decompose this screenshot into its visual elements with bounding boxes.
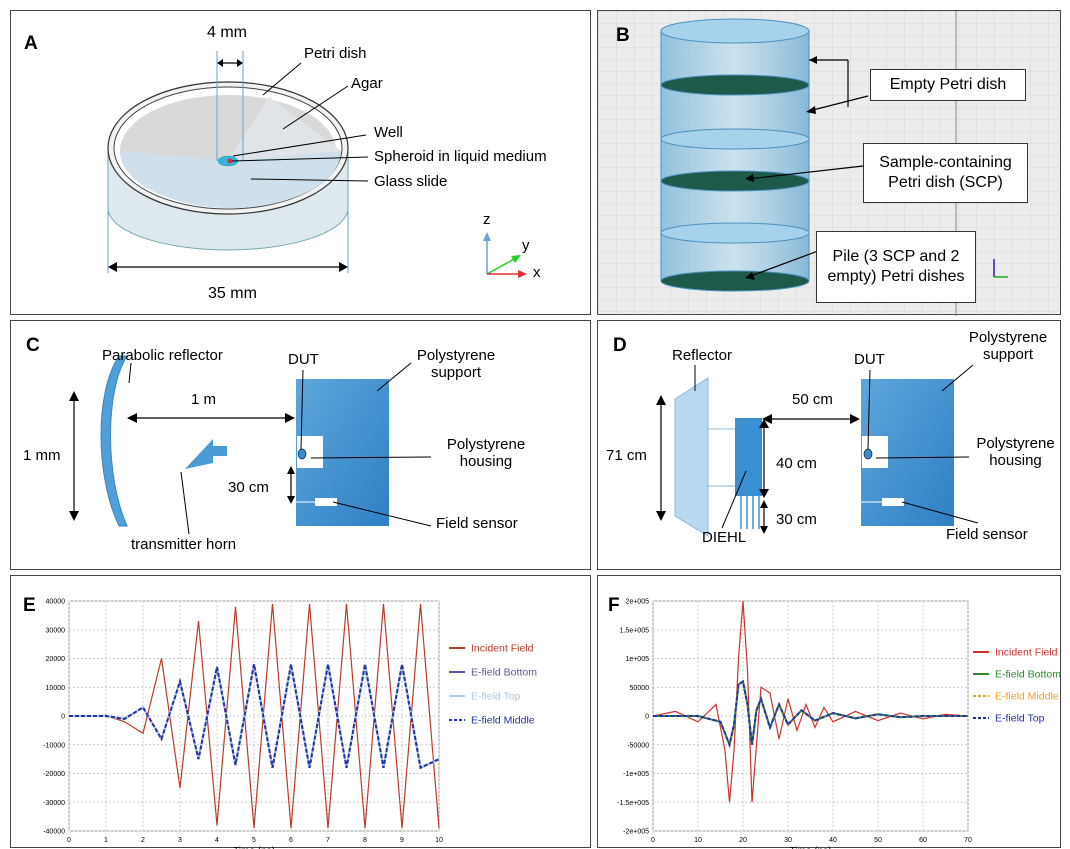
y-tick-label: -1.5e+005 <box>617 800 649 807</box>
y-tick-label: 0 <box>645 714 649 721</box>
x-tick-label: 50 <box>874 837 882 844</box>
legend-label: E-field Middle <box>471 715 535 727</box>
label-dim-1mm: 1 mm <box>23 447 61 464</box>
x-tick-label: 5 <box>252 837 256 844</box>
y-tick-label: -50000 <box>627 742 649 749</box>
x-tick-label: 8 <box>363 837 367 844</box>
label-glass-slide: Glass slide <box>374 173 448 190</box>
label-distance-30cm-d: 30 cm <box>776 511 817 528</box>
label-dut-c: DUT <box>288 351 319 368</box>
y-tick-label: 2e+005 <box>625 599 649 606</box>
chart-e: 0 1 2 3 4 5 6 7 8 9 10 40000 30000 20000 10000 0 -10000 -… <box>43 599 537 849</box>
chart-f: 0 10 20 30 40 50 60 70 2e+005 1.5e+005 1e+005 50000… <box>617 599 1061 849</box>
label-distance-50cm: 50 cm <box>792 391 833 408</box>
label-distance-30cm-c: 30 cm <box>228 479 269 496</box>
dim-35mm-label: 35 mm <box>208 285 257 302</box>
y-tick-label: -2e+005 <box>623 829 649 836</box>
x-tick-label: 0 <box>67 837 71 844</box>
petri-dish-diagram <box>107 51 527 278</box>
panel-b: B Empty Petri dish Sample-containing Pet… <box>597 10 1062 316</box>
label-dim-71cm: 71 cm <box>606 447 647 464</box>
panel-f-letter: F <box>608 595 620 616</box>
legend-label: E-field Bottom <box>471 667 537 679</box>
label-diehl: DIEHL <box>702 529 747 546</box>
panel-e: E 0 1 2 3 4 5 6 7 8 9 10 40000 30000 20000 10000 0 -1000… <box>10 575 591 849</box>
panel-e-letter: E <box>23 595 36 616</box>
label-reflector-d: Reflector <box>672 347 733 364</box>
x-tick-label: 9 <box>400 837 404 844</box>
x-tick-label: 40 <box>829 837 837 844</box>
label-polystyrene-housing-c: Polystyrene housing <box>446 436 526 470</box>
legend-label: E-field Middle <box>995 691 1059 703</box>
y-tick-label: 1e+005 <box>625 656 649 663</box>
y-tick-label: 10000 <box>46 685 66 692</box>
y-tick-label: -20000 <box>43 771 65 778</box>
label-polystyrene-housing-d: Polystyrene housing <box>976 435 1055 469</box>
label-well: Well <box>374 124 403 141</box>
panel-f: F 0 10 20 30 40 50 60 70 2e+005 1.5e+005 1e+005 500… <box>597 575 1061 849</box>
setup-c-diagram <box>69 355 432 535</box>
legend-label: E-field Bottom <box>995 669 1061 681</box>
x-tick-label: 20 <box>739 837 747 844</box>
series-line <box>69 603 440 829</box>
y-tick-label: 20000 <box>46 656 66 663</box>
y-tick-label: 0 <box>61 714 65 721</box>
label-polystyrene-support-d: Polystyrene support <box>968 329 1048 363</box>
legend-label: E-field Top <box>471 691 521 703</box>
panel-c: C Parabolic reflector DUT Polystyrene su… <box>10 320 591 570</box>
panel-a-letter: A <box>24 33 38 54</box>
series-line <box>653 679 968 749</box>
x-tick-label: 3 <box>178 837 182 844</box>
x-tick-label: 70 <box>964 837 972 844</box>
legend-label: Incident Field <box>995 647 1058 659</box>
panel-c-letter: C <box>26 335 40 356</box>
setup-d-diagram <box>656 364 979 537</box>
label-agar: Agar <box>351 75 383 92</box>
x-tick-label: 6 <box>289 837 293 844</box>
label-field-sensor-d: Field sensor <box>946 526 1028 543</box>
x-tick-label: 2 <box>141 837 145 844</box>
x-tick-label: 7 <box>326 837 330 844</box>
legend-label: Incident Field <box>471 643 534 655</box>
x-tick-label: 30 <box>784 837 792 844</box>
label-dim-40cm: 40 cm <box>776 455 817 472</box>
label-spheroid: Spheroid in liquid medium <box>374 148 547 165</box>
panel-d-letter: D <box>613 335 627 356</box>
label-polystyrene-support-c: Polystyrene support <box>416 347 496 381</box>
x-tick-label: 10 <box>694 837 702 844</box>
y-tick-label: 50000 <box>630 685 650 692</box>
label-dut-d: DUT <box>854 351 885 368</box>
label-pile: Pile (3 SCP and 2 empty) Petri dishes <box>816 231 976 303</box>
dim-4mm-label: 4 mm <box>207 24 247 41</box>
y-tick-label: 30000 <box>46 627 66 634</box>
label-sample-containing-dish: Sample-containing Petri dish (SCP) <box>863 143 1028 203</box>
y-tick-label: -30000 <box>43 800 65 807</box>
axis-x-label: x <box>533 264 541 281</box>
x-tick-label: 0 <box>651 837 655 844</box>
panel-a: A 4 mm 35 mm Petri dish <box>10 10 591 315</box>
label-empty-petri-dish: Empty Petri dish <box>870 69 1026 101</box>
x-tick-label: 1 <box>104 837 108 844</box>
label-parabolic-reflector: Parabolic reflector <box>102 347 223 364</box>
axis-y-label: y <box>522 237 530 254</box>
x-tick-label: 10 <box>435 837 443 844</box>
panel-b-letter: B <box>616 25 630 46</box>
y-tick-label: -40000 <box>43 829 65 836</box>
label-petri-dish: Petri dish <box>304 45 367 62</box>
legend-label: E-field Top <box>995 713 1045 725</box>
label-distance-1m: 1 m <box>191 391 217 408</box>
axis-z-label: z <box>483 211 491 228</box>
panel-d: D Reflector DUT Polystyrene support 50 c… <box>597 320 1061 570</box>
y-tick-label: -1e+005 <box>623 771 649 778</box>
x-tick-label: 4 <box>215 837 219 844</box>
series-line <box>69 664 440 770</box>
label-field-sensor-c: Field sensor <box>436 515 518 532</box>
y-tick-label: -10000 <box>43 742 65 749</box>
y-tick-label: 40000 <box>46 599 66 606</box>
y-tick-label: 1.5e+005 <box>620 627 649 634</box>
label-transmitter-horn: transmitter horn <box>131 536 237 553</box>
x-tick-label: 60 <box>919 837 927 844</box>
